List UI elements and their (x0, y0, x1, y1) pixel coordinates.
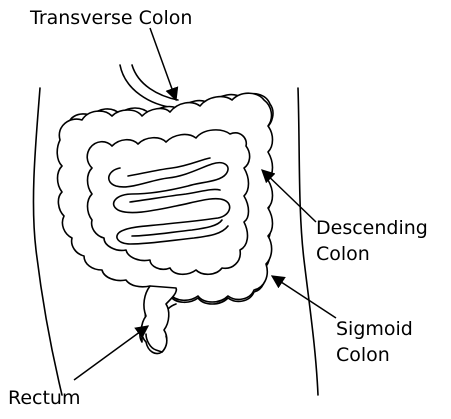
label-transverse-colon: Transverse Colon (29, 7, 192, 29)
rectum-leader (74, 326, 148, 380)
label-descending-colon-line1: Descending (316, 217, 428, 239)
transverse-colon-leader (150, 28, 176, 100)
body-outline-left (33, 88, 62, 395)
body-outline-right (298, 88, 318, 395)
label-sigmoid-colon-line2: Colon (336, 344, 390, 366)
sigmoid-colon-leader (272, 276, 336, 318)
label-rectum: Rectum (8, 387, 80, 409)
label-descending-colon-line2: Colon (316, 243, 370, 265)
label-sigmoid-colon-line1: Sigmoid (336, 318, 413, 340)
